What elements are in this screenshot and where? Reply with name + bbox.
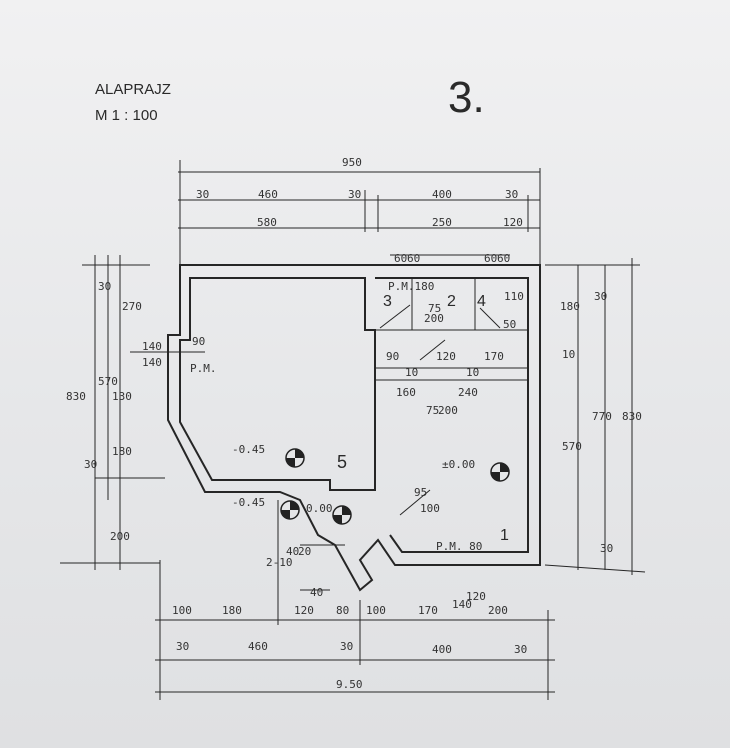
right-dim-0: 180 — [560, 300, 580, 313]
left-dim-1: 30 — [98, 280, 111, 293]
interior-dim-4: 50 — [503, 318, 516, 331]
bottom-step-5: 120 — [466, 590, 486, 603]
interior-dim-12: 75 — [426, 404, 439, 417]
interior-dim-8: 10 — [405, 366, 418, 379]
top-row1-2: 30 — [348, 188, 361, 201]
door-swing-4 — [479, 307, 501, 329]
top-row2-0: 580 — [257, 216, 277, 229]
level-lower-label: -0.45 — [232, 443, 265, 456]
top-small-3: 60 — [497, 252, 510, 265]
room-5-label: 5 — [337, 452, 347, 472]
bottom-row2-2: 30 — [340, 640, 353, 653]
bottom-row2-1: 460 — [248, 640, 268, 653]
bottom-overall-dim: 9.50 — [336, 678, 363, 691]
interior-dim-10: 160 — [396, 386, 416, 399]
right-dim-1: 30 — [594, 290, 607, 303]
top-row1-1: 460 — [258, 188, 278, 201]
level-main-label: ±0.00 — [442, 458, 475, 471]
level-marker-porch2 — [332, 505, 352, 525]
top-row2-2: 120 — [503, 216, 523, 229]
right-dim-4: 770 — [592, 410, 612, 423]
top-row2-1: 250 — [432, 216, 452, 229]
top-small-1: 60 — [407, 252, 420, 265]
right-dim-2: 10 — [562, 348, 575, 361]
bottom-row2-0: 30 — [176, 640, 189, 653]
plan-title: ALAPRAJZ — [95, 81, 171, 98]
top-overall-dim: 950 — [342, 156, 362, 169]
top-row1-0: 30 — [196, 188, 209, 201]
room-3-label: 3 — [383, 293, 392, 310]
plan-scale: M 1 : 100 — [95, 107, 158, 124]
interior-dim-6: 120 — [436, 350, 456, 363]
top-small-0: 60 — [394, 252, 407, 265]
door-swing-2 — [419, 339, 446, 361]
interior-dim-15: 100 — [420, 502, 440, 515]
left-dim-9: 140 — [142, 356, 162, 369]
bottom-step-2: 20 — [298, 545, 311, 558]
top-row1-4: 30 — [505, 188, 518, 201]
room-4-label: 4 — [477, 293, 486, 310]
interior-dim-11: 240 — [458, 386, 478, 399]
left-dim-2: 270 — [122, 300, 142, 313]
left-dim-5: 180 — [112, 445, 132, 458]
interior-dim-13: 200 — [438, 404, 458, 417]
left-dim-4: 130 — [112, 390, 132, 403]
bottom-row2-3: 400 — [432, 643, 452, 656]
right-dim-3: 570 — [562, 440, 582, 453]
bottom-row1-5: 170 — [418, 604, 438, 617]
right-inner-wall — [375, 277, 529, 553]
left-dim-0: 830 — [66, 390, 86, 403]
room-1-label: 1 — [500, 527, 509, 544]
interior-dim-9: 10 — [466, 366, 479, 379]
bottom-row1-3: 80 — [336, 604, 349, 617]
bottom-step-0: 2-10 — [266, 556, 293, 569]
left-dim-7: 200 — [110, 530, 130, 543]
level-porch2-label: 0.00 — [306, 502, 333, 515]
bottom-row2-4: 30 — [514, 643, 527, 656]
top-small-2: 60 — [484, 252, 497, 265]
interior-dim-3: 110 — [504, 290, 524, 303]
outer-wall — [167, 264, 541, 592]
bottom-row1-4: 100 — [366, 604, 386, 617]
interior-dim-1: 75 — [428, 302, 441, 315]
bottom-step-3: 40 — [310, 586, 323, 599]
level-marker-lower — [285, 448, 305, 468]
bottom-row1-6: 200 — [488, 604, 508, 617]
inner-wall — [179, 277, 376, 491]
room-2-label: 2 — [447, 293, 456, 310]
level-marker-main — [490, 462, 510, 482]
left-dim-11: P.M. — [190, 362, 217, 375]
interior-dim-7: 170 — [484, 350, 504, 363]
door-swing-main — [399, 489, 431, 516]
interior-dim-14: 95 — [414, 486, 427, 499]
level-marker-porch — [280, 500, 300, 520]
door-swing-3 — [379, 304, 411, 329]
right-dim-6: 30 — [600, 542, 613, 555]
interior-dim-2: 200 — [424, 312, 444, 325]
interior-dim-5: 90 — [386, 350, 399, 363]
interior-dim-16: P.M. 80 — [436, 540, 482, 553]
bottom-row1-0: 100 — [172, 604, 192, 617]
bottom-row1-1: 180 — [222, 604, 242, 617]
left-dim-3: 570 — [98, 375, 118, 388]
interior-dim-0: P.M.180 — [388, 280, 434, 293]
sheet-number: 3. — [448, 73, 485, 122]
left-dim-6: 30 — [84, 458, 97, 471]
bottom-step-4: 140 — [452, 598, 472, 611]
bottom-step-1: 40 — [286, 545, 299, 558]
top-row1-3: 400 — [432, 188, 452, 201]
left-dim-8: 140 — [142, 340, 162, 353]
level-porch-label: -0.45 — [232, 496, 265, 509]
left-dim-10: 90 — [192, 335, 205, 348]
right-dim-5: 830 — [622, 410, 642, 423]
bottom-row1-2: 120 — [294, 604, 314, 617]
